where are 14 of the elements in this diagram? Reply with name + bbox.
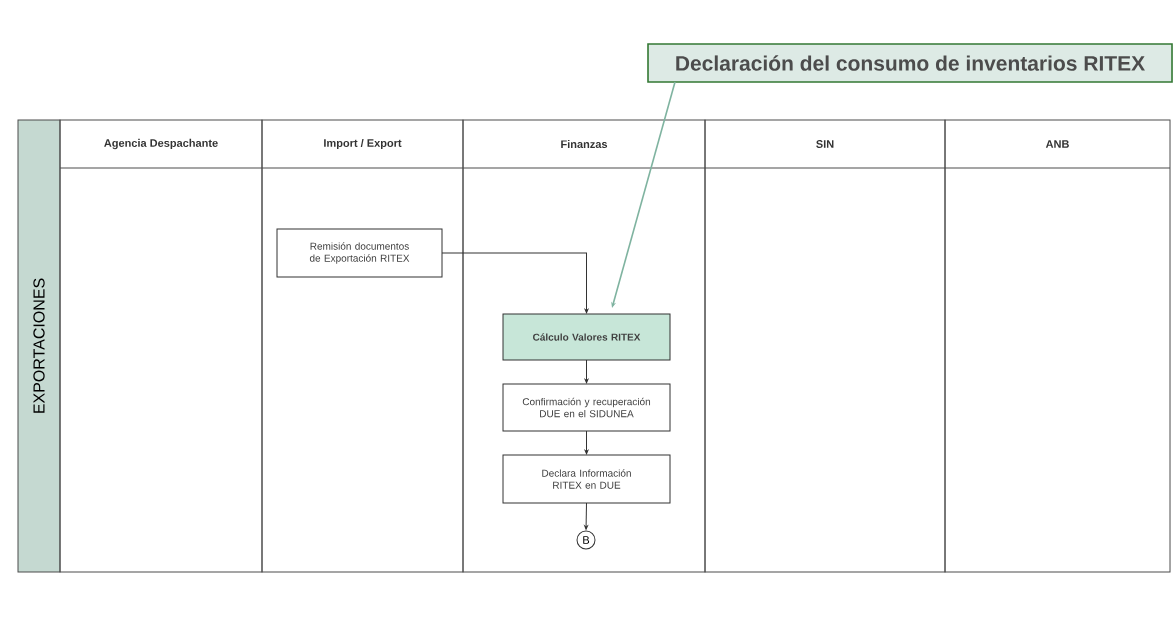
arrow	[584, 502, 588, 530]
lane-column: SIN	[704, 119, 946, 573]
process-box: Confirmación y recuperación DUE en el SIDUNEA	[502, 383, 671, 432]
process-box: Declara Información RITEX en DUE	[502, 454, 671, 504]
arrow	[584, 359, 589, 384]
lane-column: Agencia Despachante	[59, 119, 263, 573]
callout-box: Declaración del consumo de inventarios RITEX	[647, 43, 1173, 83]
process-box: Remisión documentos de Exportación RITEX	[276, 228, 443, 278]
lane-band: EXPORTACIONES	[17, 119, 61, 573]
arrow	[584, 430, 589, 455]
lane-column: ANB	[944, 119, 1171, 573]
arrow	[611, 81, 676, 308]
arrow	[441, 252, 589, 314]
process-box: Cálculo Valores RITEX	[502, 313, 671, 361]
